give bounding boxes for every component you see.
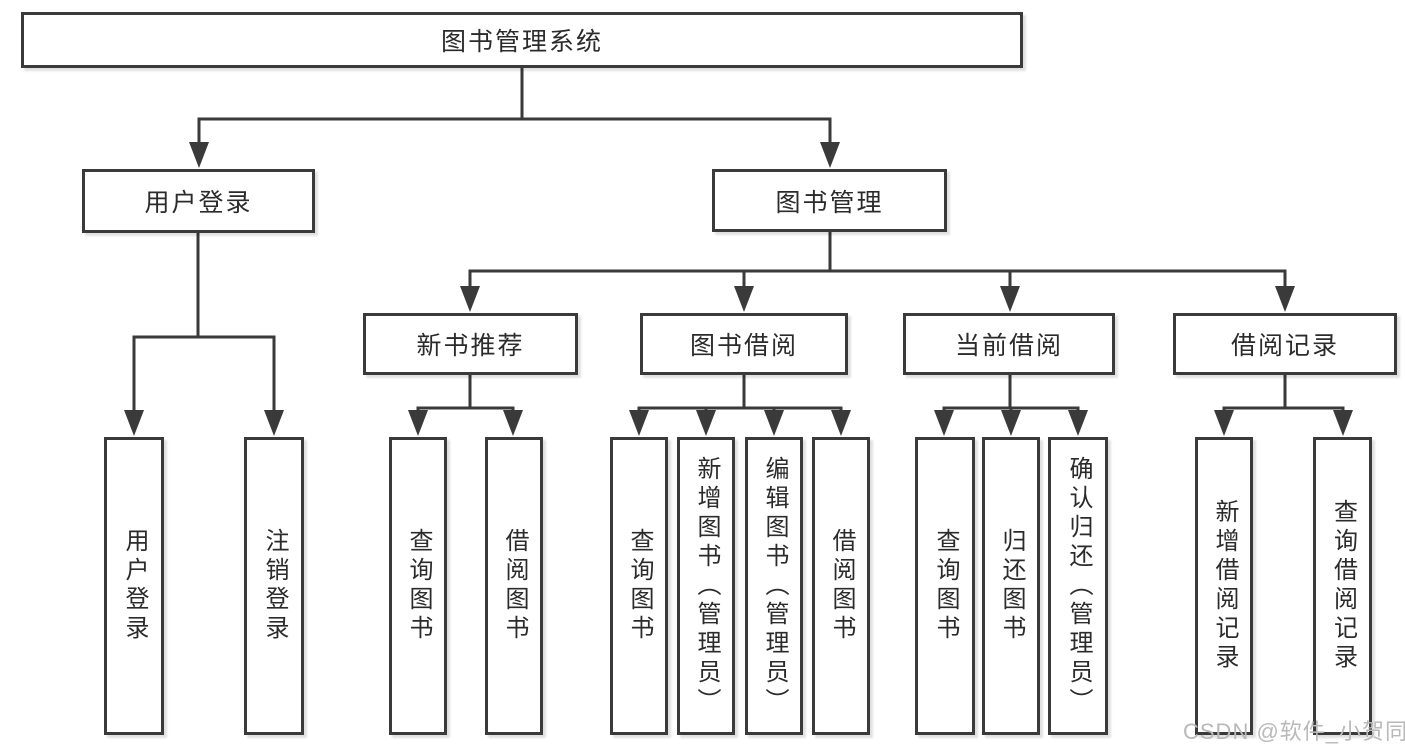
node-new-book-recommendation: 新书推荐 xyxy=(363,313,578,375)
node-borrowing-records: 借阅记录 xyxy=(1173,313,1397,375)
leaf-recommend-borrow-books: 借阅图书 xyxy=(485,437,543,735)
leaf-confirm-return-admin: 确认归还（管理员） xyxy=(1048,437,1108,735)
leaf-current-query-books: 查询图书 xyxy=(915,437,975,735)
leaf-borrowing-query-books: 查询图书 xyxy=(610,437,668,735)
leaf-logout-login: 注销登录 xyxy=(244,437,304,735)
leaf-edit-books-admin: 编辑图书（管理员） xyxy=(745,437,803,735)
leaf-user-login: 用户登录 xyxy=(104,437,164,735)
node-current-borrowing: 当前借阅 xyxy=(903,313,1115,375)
watermark: CSDN @软件_小贺同学 xyxy=(1183,719,1405,744)
leaf-add-books-admin: 新增图书（管理员） xyxy=(677,437,735,735)
leaf-query-borrow-record: 查询借阅记录 xyxy=(1313,437,1372,735)
node-book-borrowing: 图书借阅 xyxy=(640,313,848,375)
leaf-return-books: 归还图书 xyxy=(982,437,1040,735)
node-library-management-system: 图书管理系统 xyxy=(21,12,1023,68)
leaf-borrowing-borrow-books: 借阅图书 xyxy=(812,437,870,735)
leaf-recommend-query-books: 查询图书 xyxy=(389,437,447,735)
node-book-management: 图书管理 xyxy=(712,169,947,232)
leaf-add-borrow-record: 新增借阅记录 xyxy=(1195,437,1253,735)
node-user-login: 用户登录 xyxy=(82,169,315,233)
